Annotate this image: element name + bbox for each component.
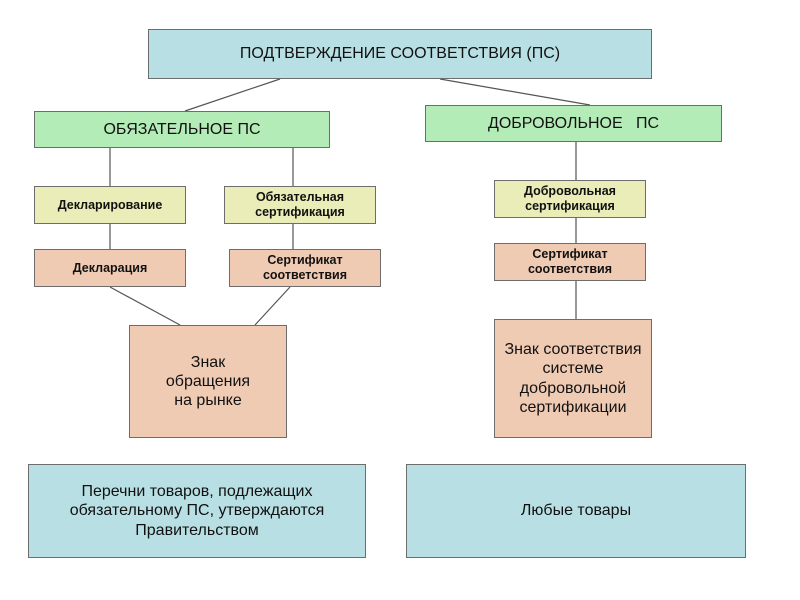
voluntary-scope-box: Любые товары [406,464,746,558]
mandatory-box: ОБЯЗАТЕЛЬНОЕ ПС [34,111,330,148]
voluntary-certificate-box: Сертификат соответствия [494,243,646,281]
mandatory-certificate-box: Сертификат соответствия [229,249,381,287]
mandatory-certification-box: Обязательная сертификация [224,186,376,224]
root-box: ПОДТВЕРЖДЕНИЕ СООТВЕТСТВИЯ (ПС) [148,29,652,79]
declaration-box: Декларация [34,249,186,287]
mandatory-scope-box: Перечни товаров, подлежащих обязательном… [28,464,366,558]
voluntary-certification-box: Добровольная сертификация [494,180,646,218]
market-mark-box: Знак обращения на рынке [129,325,287,438]
voluntary-box: ДОБРОВОЛЬНОЕ ПС [425,105,722,142]
declaring-box: Декларирование [34,186,186,224]
conformity-mark-box: Знак соответствия системе добровольной с… [494,319,652,438]
